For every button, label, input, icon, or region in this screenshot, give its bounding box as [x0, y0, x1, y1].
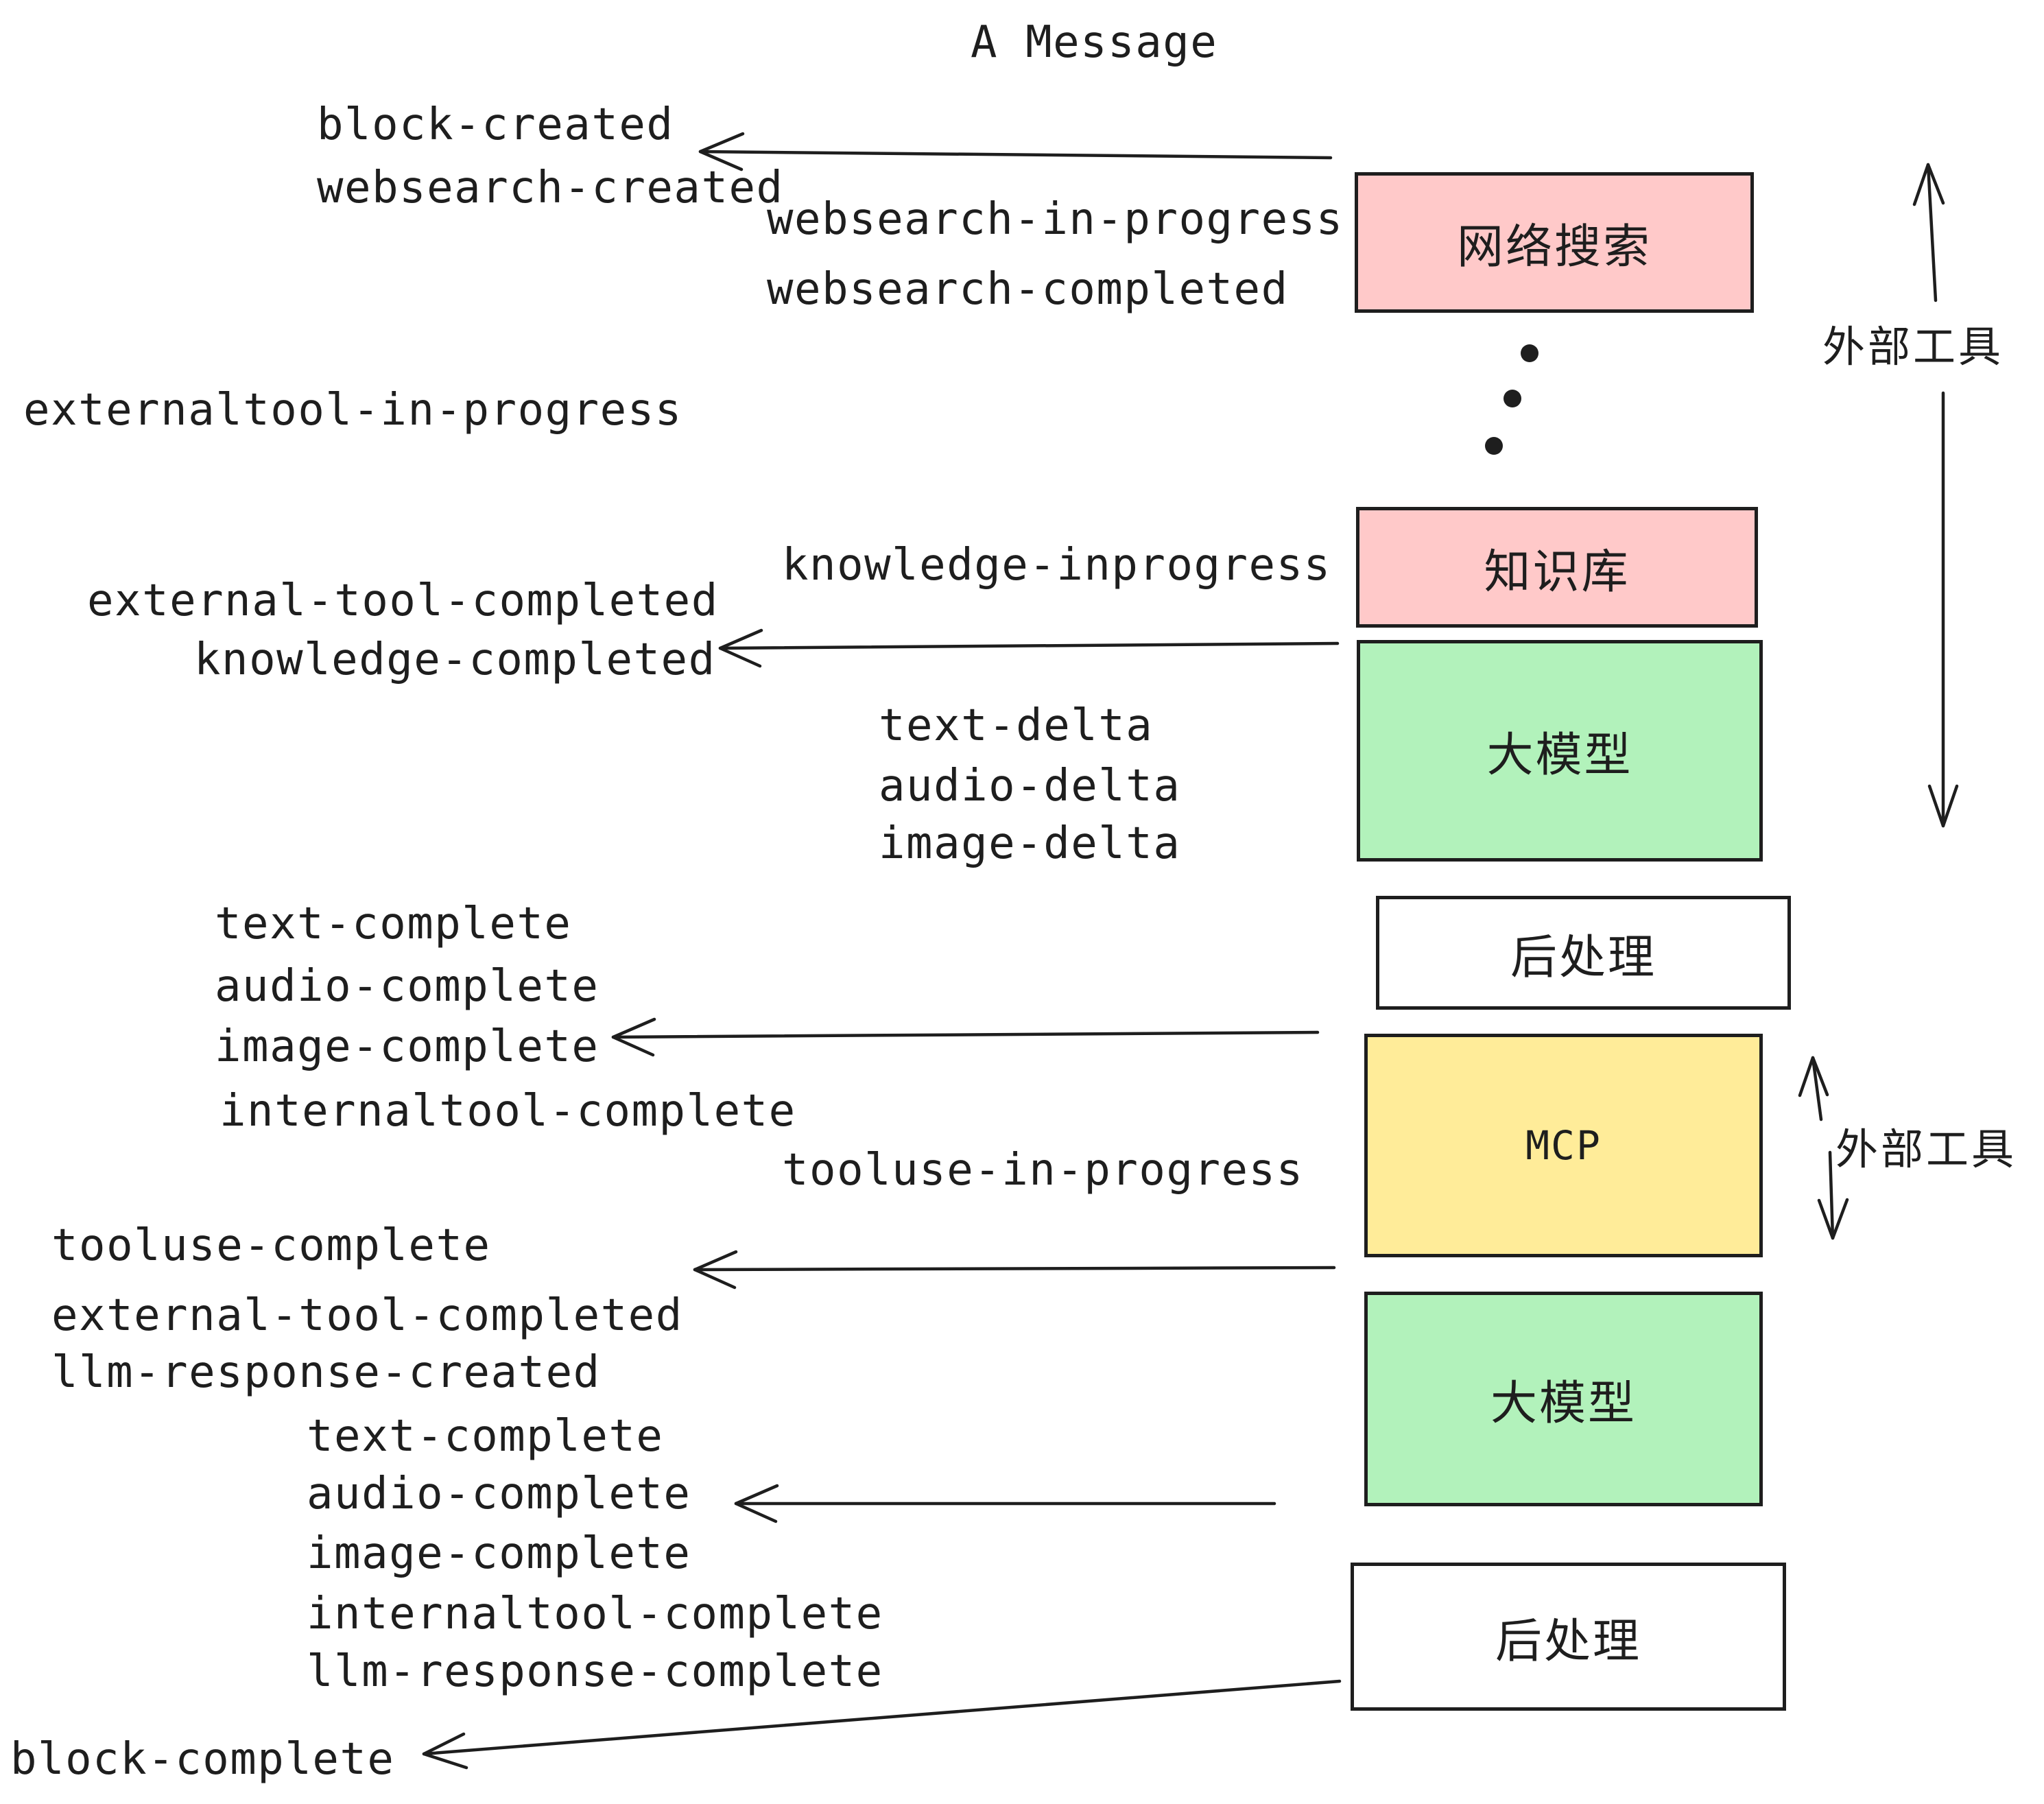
more-tools-ellipsis-dots	[1485, 344, 1538, 455]
external-tools-top-up-arrow	[1912, 163, 1945, 302]
event-label-websearch-created: websearch-created	[317, 163, 784, 213]
external-tools-bottom-label: 外部工具	[1835, 1124, 2017, 1174]
event-label-text-complete-2: text-complete	[307, 1411, 664, 1462]
arrow-to-audio-complete-2	[734, 1484, 1276, 1523]
event-label-internaltool-complete: internaltool-complete	[219, 1086, 796, 1137]
node-llm-top-label: 大模型	[1486, 728, 1633, 783]
event-label-external-tool-completed-2: external-tool-completed	[51, 1290, 683, 1341]
node-mcp-label: MCP	[1525, 1122, 1602, 1169]
node-post-bottom-label: 后处理	[1495, 1614, 1641, 1669]
event-label-knowledge-inprogress: knowledge-inprogress	[782, 540, 1331, 591]
event-label-tooluse-in-progress: tooluse-in-progress	[782, 1145, 1304, 1196]
node-post-bottom: 后处理	[1351, 1563, 1786, 1711]
arrow-to-tooluse-complete	[693, 1250, 1336, 1290]
node-knowledge-label: 知识库	[1484, 545, 1630, 600]
event-label-websearch-in-progress: websearch-in-progress	[767, 194, 1344, 245]
event-label-knowledge-completed: knowledge-completed	[194, 634, 716, 685]
event-label-audio-complete-2: audio-complete	[307, 1469, 691, 1519]
event-label-externaltool-in-progress: externaltool-in-progress	[23, 385, 682, 436]
external-tools-bottom-up-arrow	[1798, 1056, 1829, 1121]
external-tools-top-label: 外部工具	[1822, 322, 2004, 372]
event-label-llm-response-complete: llm-response-complete	[307, 1646, 883, 1697]
arrow-to-websearch-created	[698, 132, 1333, 171]
arrow-to-knowledge-completed	[718, 628, 1340, 668]
event-label-external-tool-completed: external-tool-completed	[87, 575, 719, 626]
event-label-block-complete: block-complete	[10, 1734, 395, 1785]
node-knowledge: 知识库	[1356, 507, 1758, 628]
event-label-block-created: block-created	[317, 99, 674, 150]
event-label-tooluse-complete: tooluse-complete	[51, 1220, 491, 1271]
event-label-image-delta: image-delta	[879, 818, 1181, 869]
node-llm-bottom: 大模型	[1364, 1292, 1763, 1506]
node-llm-bottom-label: 大模型	[1490, 1377, 1637, 1431]
arrow-to-image-complete	[611, 1017, 1320, 1057]
node-post-top: 后处理	[1376, 896, 1791, 1010]
event-label-audio-complete: audio-complete	[215, 961, 599, 1012]
event-label-image-complete-2: image-complete	[307, 1528, 691, 1579]
event-label-image-complete: image-complete	[215, 1021, 599, 1072]
event-label-llm-response-created: llm-response-created	[51, 1347, 601, 1398]
event-label-websearch-completed: websearch-completed	[767, 264, 1289, 315]
diagram-title: A Message	[971, 17, 1218, 68]
node-llm-top: 大模型	[1357, 640, 1763, 862]
event-label-internaltool-complete-2: internaltool-complete	[307, 1589, 883, 1639]
event-label-text-complete: text-complete	[215, 899, 572, 949]
node-mcp: MCP	[1364, 1034, 1763, 1257]
event-label-text-delta: text-delta	[879, 700, 1154, 751]
external-tools-top-down-arrow	[1927, 391, 1959, 828]
node-post-top-label: 后处理	[1510, 930, 1656, 985]
node-websearch: 网络搜索	[1355, 172, 1754, 313]
node-websearch-label: 网络搜索	[1456, 220, 1652, 274]
event-label-audio-delta: audio-delta	[879, 761, 1181, 811]
